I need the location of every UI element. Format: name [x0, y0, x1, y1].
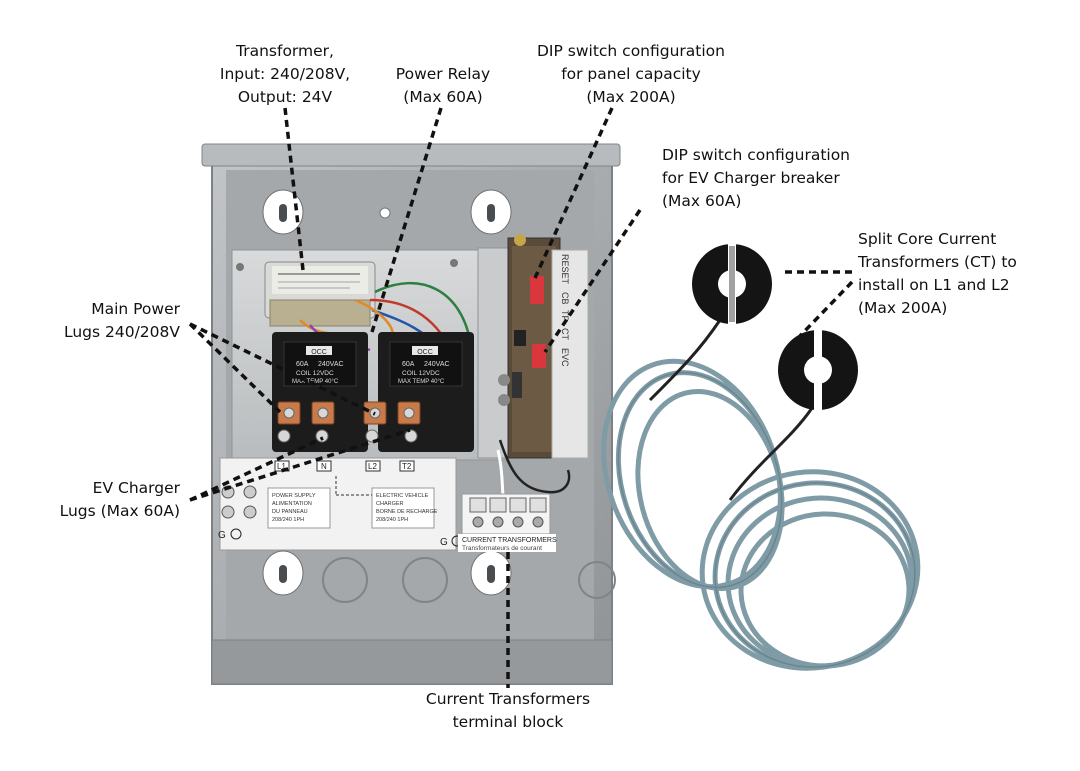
label-ev-lugs-line-2: Lugs (Max 60A) — [59, 502, 180, 520]
label-dip-panel-line-3: (Max 200A) — [586, 88, 676, 106]
label-main-lugs-line-1: Main Power — [91, 300, 180, 318]
relay-rating-volt-2: 240VAC — [424, 361, 450, 368]
dip-label-cb: CB — [560, 292, 570, 305]
relay-rating-volt-1: 240VAC — [318, 361, 344, 368]
label-ev-lugs-line-1: EV Charger — [92, 479, 180, 497]
label-main-lugs: Main Power Lugs 240/208V — [40, 298, 180, 344]
leader-dip-ev — [543, 209, 642, 353]
power-relay-1: OCC 60A 240VAC COIL 12VDC MAX TEMP 40°C — [272, 332, 368, 452]
ct-block-subtitle: Transformateurs de courant — [462, 545, 542, 552]
dip-label-evc: EVC — [560, 348, 570, 367]
label-dip-panel-line-2: for panel capacity — [561, 65, 701, 83]
ev-box-line-2: CHARGER — [376, 501, 404, 507]
label-transformer-line-2: Input: 240/208V, — [219, 65, 351, 83]
leader-main-lug-2 — [189, 322, 376, 416]
leader-lines — [188, 107, 854, 688]
label-ct-block-line-1: Current Transformers — [425, 690, 591, 708]
dip-switch-ev-breaker — [532, 344, 546, 368]
split-core-cts — [601, 238, 921, 671]
power-supply-line-4: 208/240 1PH — [272, 517, 304, 523]
lug-label-t2: T2 — [402, 462, 412, 471]
label-split-core-line-4: (Max 200A) — [858, 299, 948, 317]
ground-label-right: G — [440, 537, 448, 548]
label-transformer-line-3: Output: 24V — [237, 88, 333, 106]
transformer — [264, 261, 376, 327]
label-power-relay: Power Relay (Max 60A) — [378, 63, 508, 109]
dip-label-reset: RESET — [560, 254, 570, 285]
label-dip-ev-line-1: DIP switch configuration — [662, 146, 851, 164]
control-board: RESET CB TP CT EVC — [498, 234, 589, 459]
ev-box-line-4: 208/240 1PH — [376, 517, 408, 523]
lug-label-n: N — [321, 462, 327, 471]
ground-icon-left — [230, 528, 242, 540]
leader-ev-lug-2 — [189, 428, 411, 502]
label-transformer: Transformer, Input: 240/208V, Output: 24… — [198, 40, 372, 109]
ground-label-left: G — [218, 530, 226, 541]
ev-box-line-1: ELECTRIC VEHICLE — [376, 493, 429, 499]
leader-main-lug-1 — [188, 322, 282, 414]
lug-label-l2: L2 — [368, 462, 377, 471]
label-split-core-line-1: Split Core Current — [858, 230, 997, 248]
relay-coil-2: COIL 12VDC — [402, 370, 440, 377]
label-power-relay-line-2: (Max 60A) — [403, 88, 483, 106]
lug-label-l1: L1 — [277, 462, 286, 471]
leader-power-relay — [370, 107, 443, 333]
label-ct-block: Current Transformers terminal block — [398, 688, 618, 734]
label-split-core-line-3: install on L1 and L2 — [858, 276, 1010, 294]
relay-rating-amp-2: 60A — [402, 361, 415, 368]
label-dip-panel-line-1: DIP switch configuration — [536, 42, 725, 60]
label-transformer-line-1: Transformer, — [236, 42, 334, 60]
dip-label-tp: TP — [560, 310, 570, 322]
relay-temp-2: MAX TEMP 40°C — [398, 379, 445, 385]
ct-block-title: CURRENT TRANSFORMERS — [462, 537, 557, 544]
leader-ev-lug-1 — [189, 436, 324, 502]
power-supply-line-1: POWER SUPPLY — [272, 493, 316, 499]
ct-clamp-2 — [778, 324, 858, 416]
relay-rating-amp-1: 60A — [296, 361, 309, 368]
ct-clamp-1 — [692, 238, 772, 330]
power-supply-line-3: DU PANNEAU — [272, 509, 308, 515]
leader-split-core-2 — [798, 280, 854, 338]
label-split-core-line-2: Transformers (CT) to — [858, 253, 1017, 271]
relay-brand-2: OCC — [417, 349, 433, 356]
label-dip-panel: DIP switch configuration for panel capac… — [518, 40, 744, 109]
label-dip-ev: DIP switch configuration for EV Charger … — [662, 144, 892, 213]
label-split-core: Split Core Current Transformers (CT) to … — [858, 228, 1058, 320]
terminal-label-strip: L1 N L2 T2 POWER SUPPLY ALIMENTATION DU … — [218, 457, 463, 551]
relay-brand-1: OCC — [311, 349, 327, 356]
label-ct-block-line-2: terminal block — [452, 713, 564, 731]
label-main-lugs-line-2: Lugs 240/208V — [63, 323, 180, 341]
ev-box-line-3: BORNE DE RECHARGE — [376, 509, 438, 515]
dip-switch-panel-capacity — [530, 276, 544, 304]
dip-label-ct: CT — [560, 328, 570, 340]
relay-temp-1: MAX TEMP 40°C — [292, 379, 339, 385]
label-ev-lugs: EV Charger Lugs (Max 60A) — [40, 477, 180, 523]
power-relay-2: OCC 60A 240VAC COIL 12VDC MAX TEMP 40°C — [378, 332, 474, 452]
power-supply-line-2: ALIMENTATION — [272, 501, 312, 507]
label-dip-ev-line-2: for EV Charger breaker — [662, 169, 840, 187]
ct-terminal-block: CURRENT TRANSFORMERS Transformateurs de … — [458, 493, 557, 552]
relay-coil-1: COIL 12VDC — [296, 370, 334, 377]
leader-transformer — [283, 107, 305, 271]
label-dip-ev-line-3: (Max 60A) — [662, 192, 742, 210]
label-power-relay-line-1: Power Relay — [395, 65, 491, 83]
lugs — [277, 401, 421, 443]
